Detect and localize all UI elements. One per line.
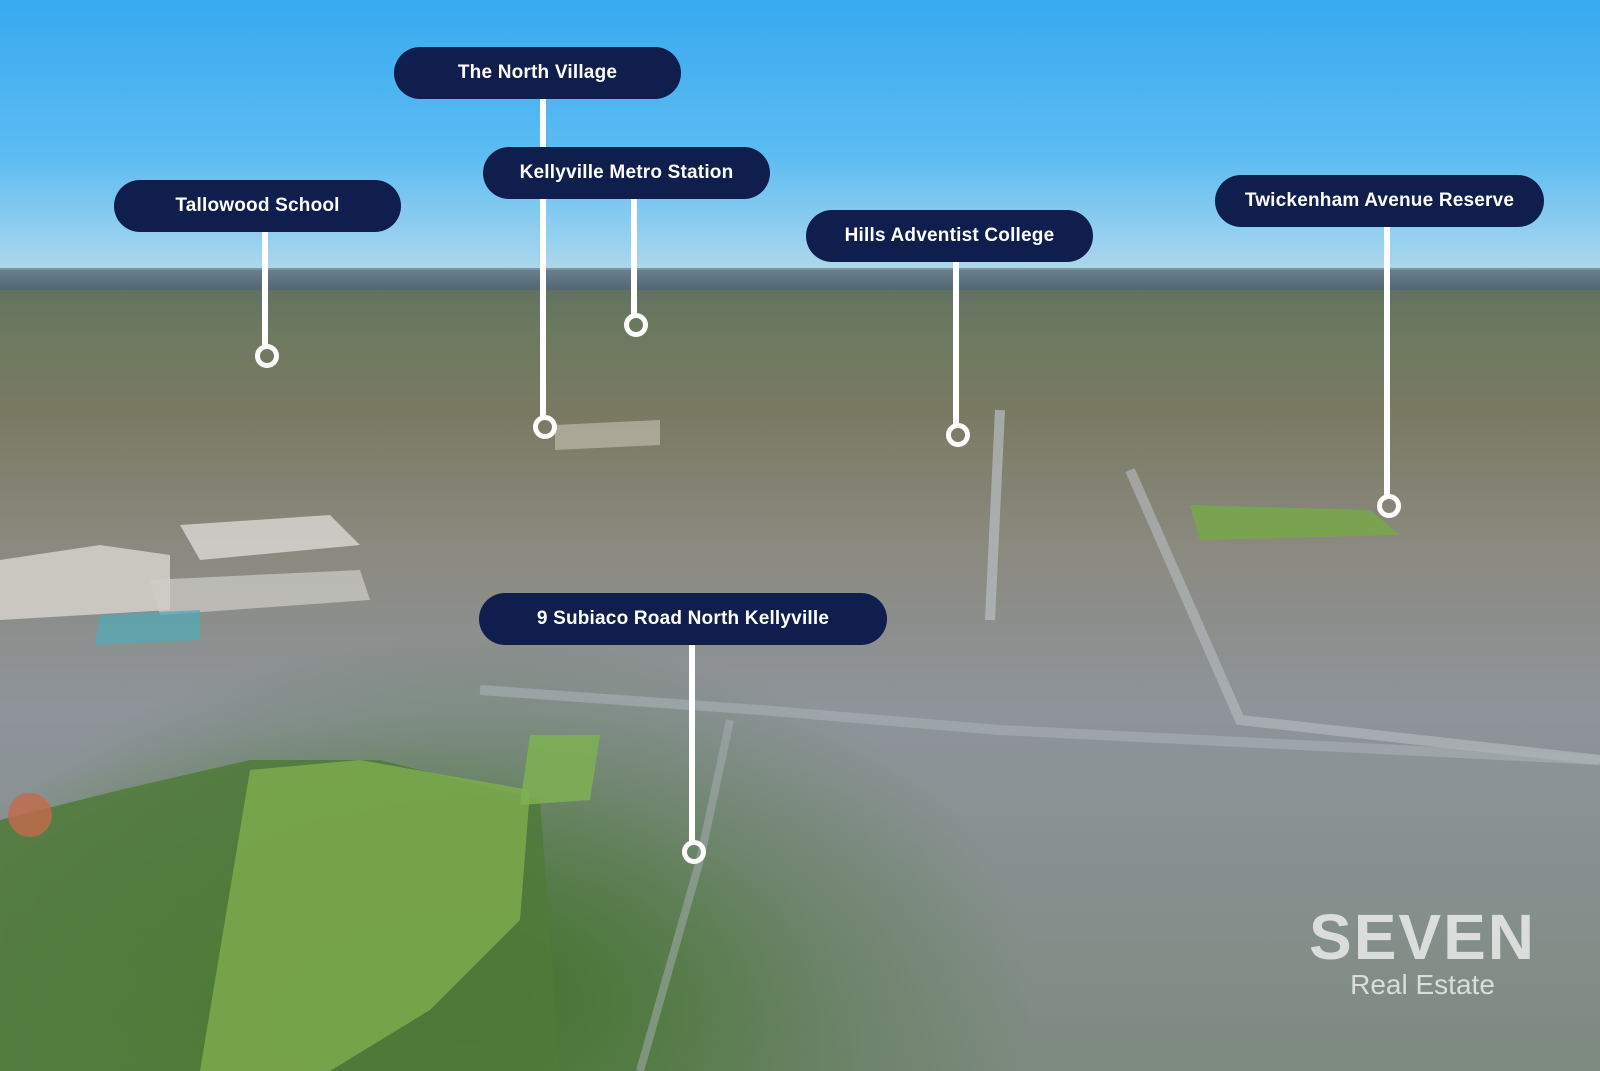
leader-line-property	[689, 645, 695, 843]
location-pin-tallowood	[255, 344, 279, 368]
leader-line-twickenham	[1384, 227, 1390, 497]
horizon-haze	[0, 268, 1600, 290]
location-pin-twickenham	[1377, 494, 1401, 518]
label-text: Kellyville Metro Station	[519, 162, 734, 183]
location-pin-metro-station	[624, 313, 648, 337]
label-the-north-village: The North Village	[394, 47, 681, 99]
leader-line-hills-adventist	[953, 262, 959, 426]
label-text: Twickenham Avenue Reserve	[1244, 190, 1515, 211]
label-text: Tallowood School	[175, 195, 340, 216]
label-text: 9 Subiaco Road North Kellyville	[536, 608, 830, 629]
brand-watermark: SEVEN Real Estate	[1309, 905, 1536, 999]
leader-line-tallowood	[262, 232, 268, 347]
leader-line-metro-station	[631, 199, 637, 315]
label-kellyville-metro-station: Kellyville Metro Station	[483, 147, 770, 199]
leader-line-north-village	[540, 99, 546, 419]
location-pin-hills-adventist	[946, 423, 970, 447]
label-property-address: 9 Subiaco Road North Kellyville	[479, 593, 887, 645]
location-pin-property	[682, 840, 706, 864]
location-pin-north-village	[533, 415, 557, 439]
watermark-subtitle: Real Estate	[1350, 969, 1495, 1000]
watermark-brand: SEVEN	[1309, 901, 1536, 973]
label-hills-adventist-college: Hills Adventist College	[806, 210, 1093, 262]
label-tallowood-school: Tallowood School	[114, 180, 401, 232]
label-text: Hills Adventist College	[844, 225, 1055, 246]
label-text: The North Village	[457, 62, 618, 83]
label-twickenham-avenue-reserve: Twickenham Avenue Reserve	[1215, 175, 1544, 227]
